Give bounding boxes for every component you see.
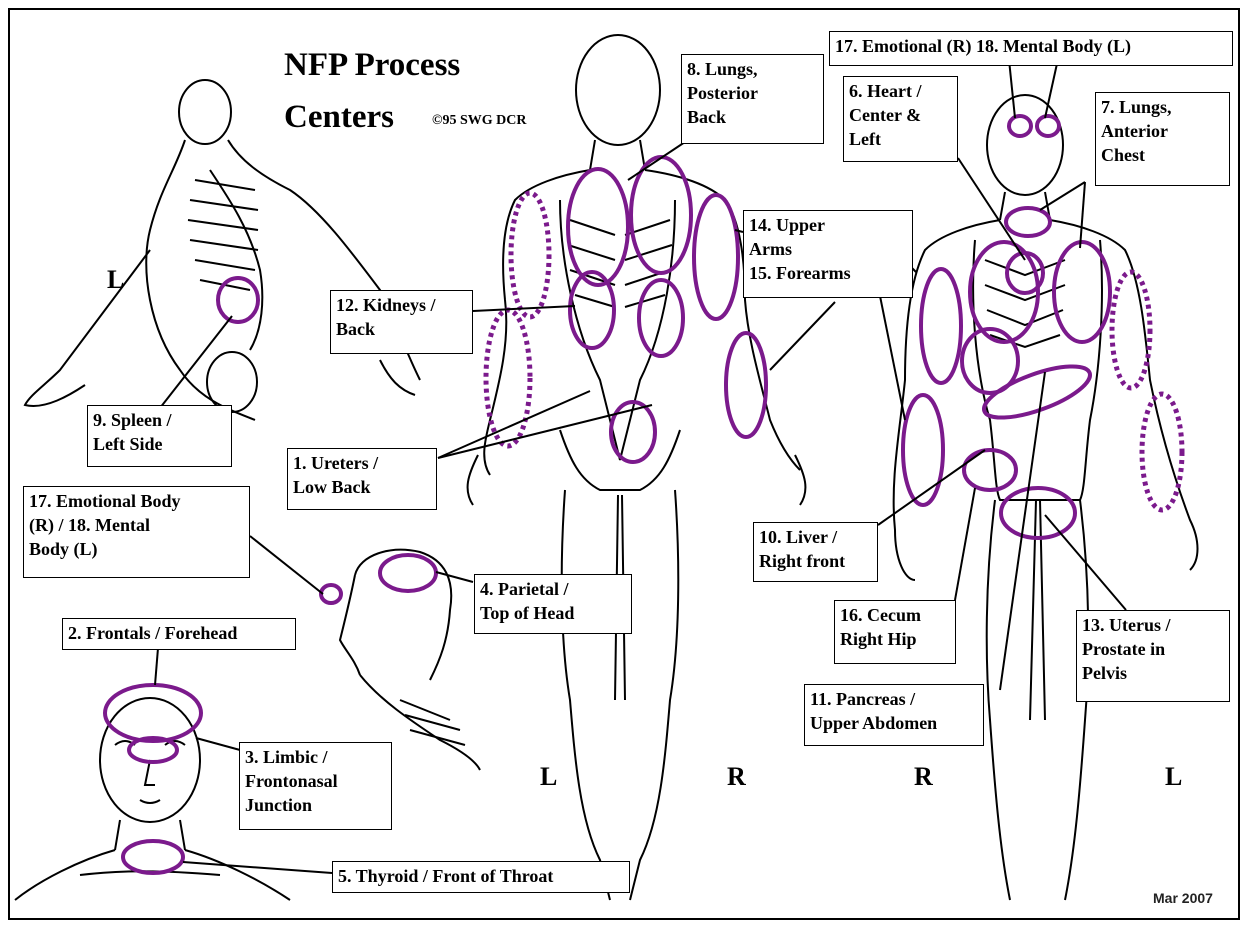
front-left-letter: L: [1165, 762, 1182, 792]
label-frontals: 2. Frontals / Forehead: [62, 618, 296, 650]
label-kidneys: 12. Kidneys / Back: [330, 290, 473, 354]
title-line-2: Centers: [284, 98, 394, 136]
front-right-letter: R: [914, 762, 933, 792]
label-limbic: 3. Limbic / Frontonasal Junction: [239, 742, 392, 830]
label-cecum: 16. Cecum Right Hip: [834, 600, 956, 664]
side-view-letter: L: [107, 265, 124, 295]
label-parietal: 4. Parietal / Top of Head: [474, 574, 632, 634]
profile-head: [340, 550, 480, 770]
label-heart: 6. Heart / Center & Left: [843, 76, 958, 162]
title-line-1: NFP Process: [284, 46, 460, 84]
label-uterus: 13. Uterus / Prostate in Pelvis: [1076, 610, 1230, 702]
label-spleen: 9. Spleen / Left Side: [87, 405, 232, 467]
date-stamp: Mar 2007: [1153, 890, 1213, 906]
label-arms: 14. Upper Arms 15. Forearms: [743, 210, 913, 298]
back-right-letter: R: [727, 762, 746, 792]
label-ureters: 1. Ureters / Low Back: [287, 448, 437, 510]
label-thyroid: 5. Thyroid / Front of Throat: [332, 861, 630, 893]
back-figure: [468, 35, 806, 900]
copyright-text: ©95 SWG DCR: [432, 113, 526, 129]
back-left-letter: L: [540, 762, 557, 792]
label-pancreas: 11. Pancreas / Upper Abdomen: [804, 684, 984, 746]
label-emotional-mental-side: 17. Emotional Body (R) / 18. Mental Body…: [23, 486, 250, 578]
label-lungs-posterior: 8. Lungs, Posterior Back: [681, 54, 824, 144]
label-liver: 10. Liver / Right front: [753, 522, 878, 582]
label-emotional-mental-top: 17. Emotional (R) 18. Mental Body (L): [829, 31, 1233, 66]
label-lungs-anterior: 7. Lungs, Anterior Chest: [1095, 92, 1230, 186]
